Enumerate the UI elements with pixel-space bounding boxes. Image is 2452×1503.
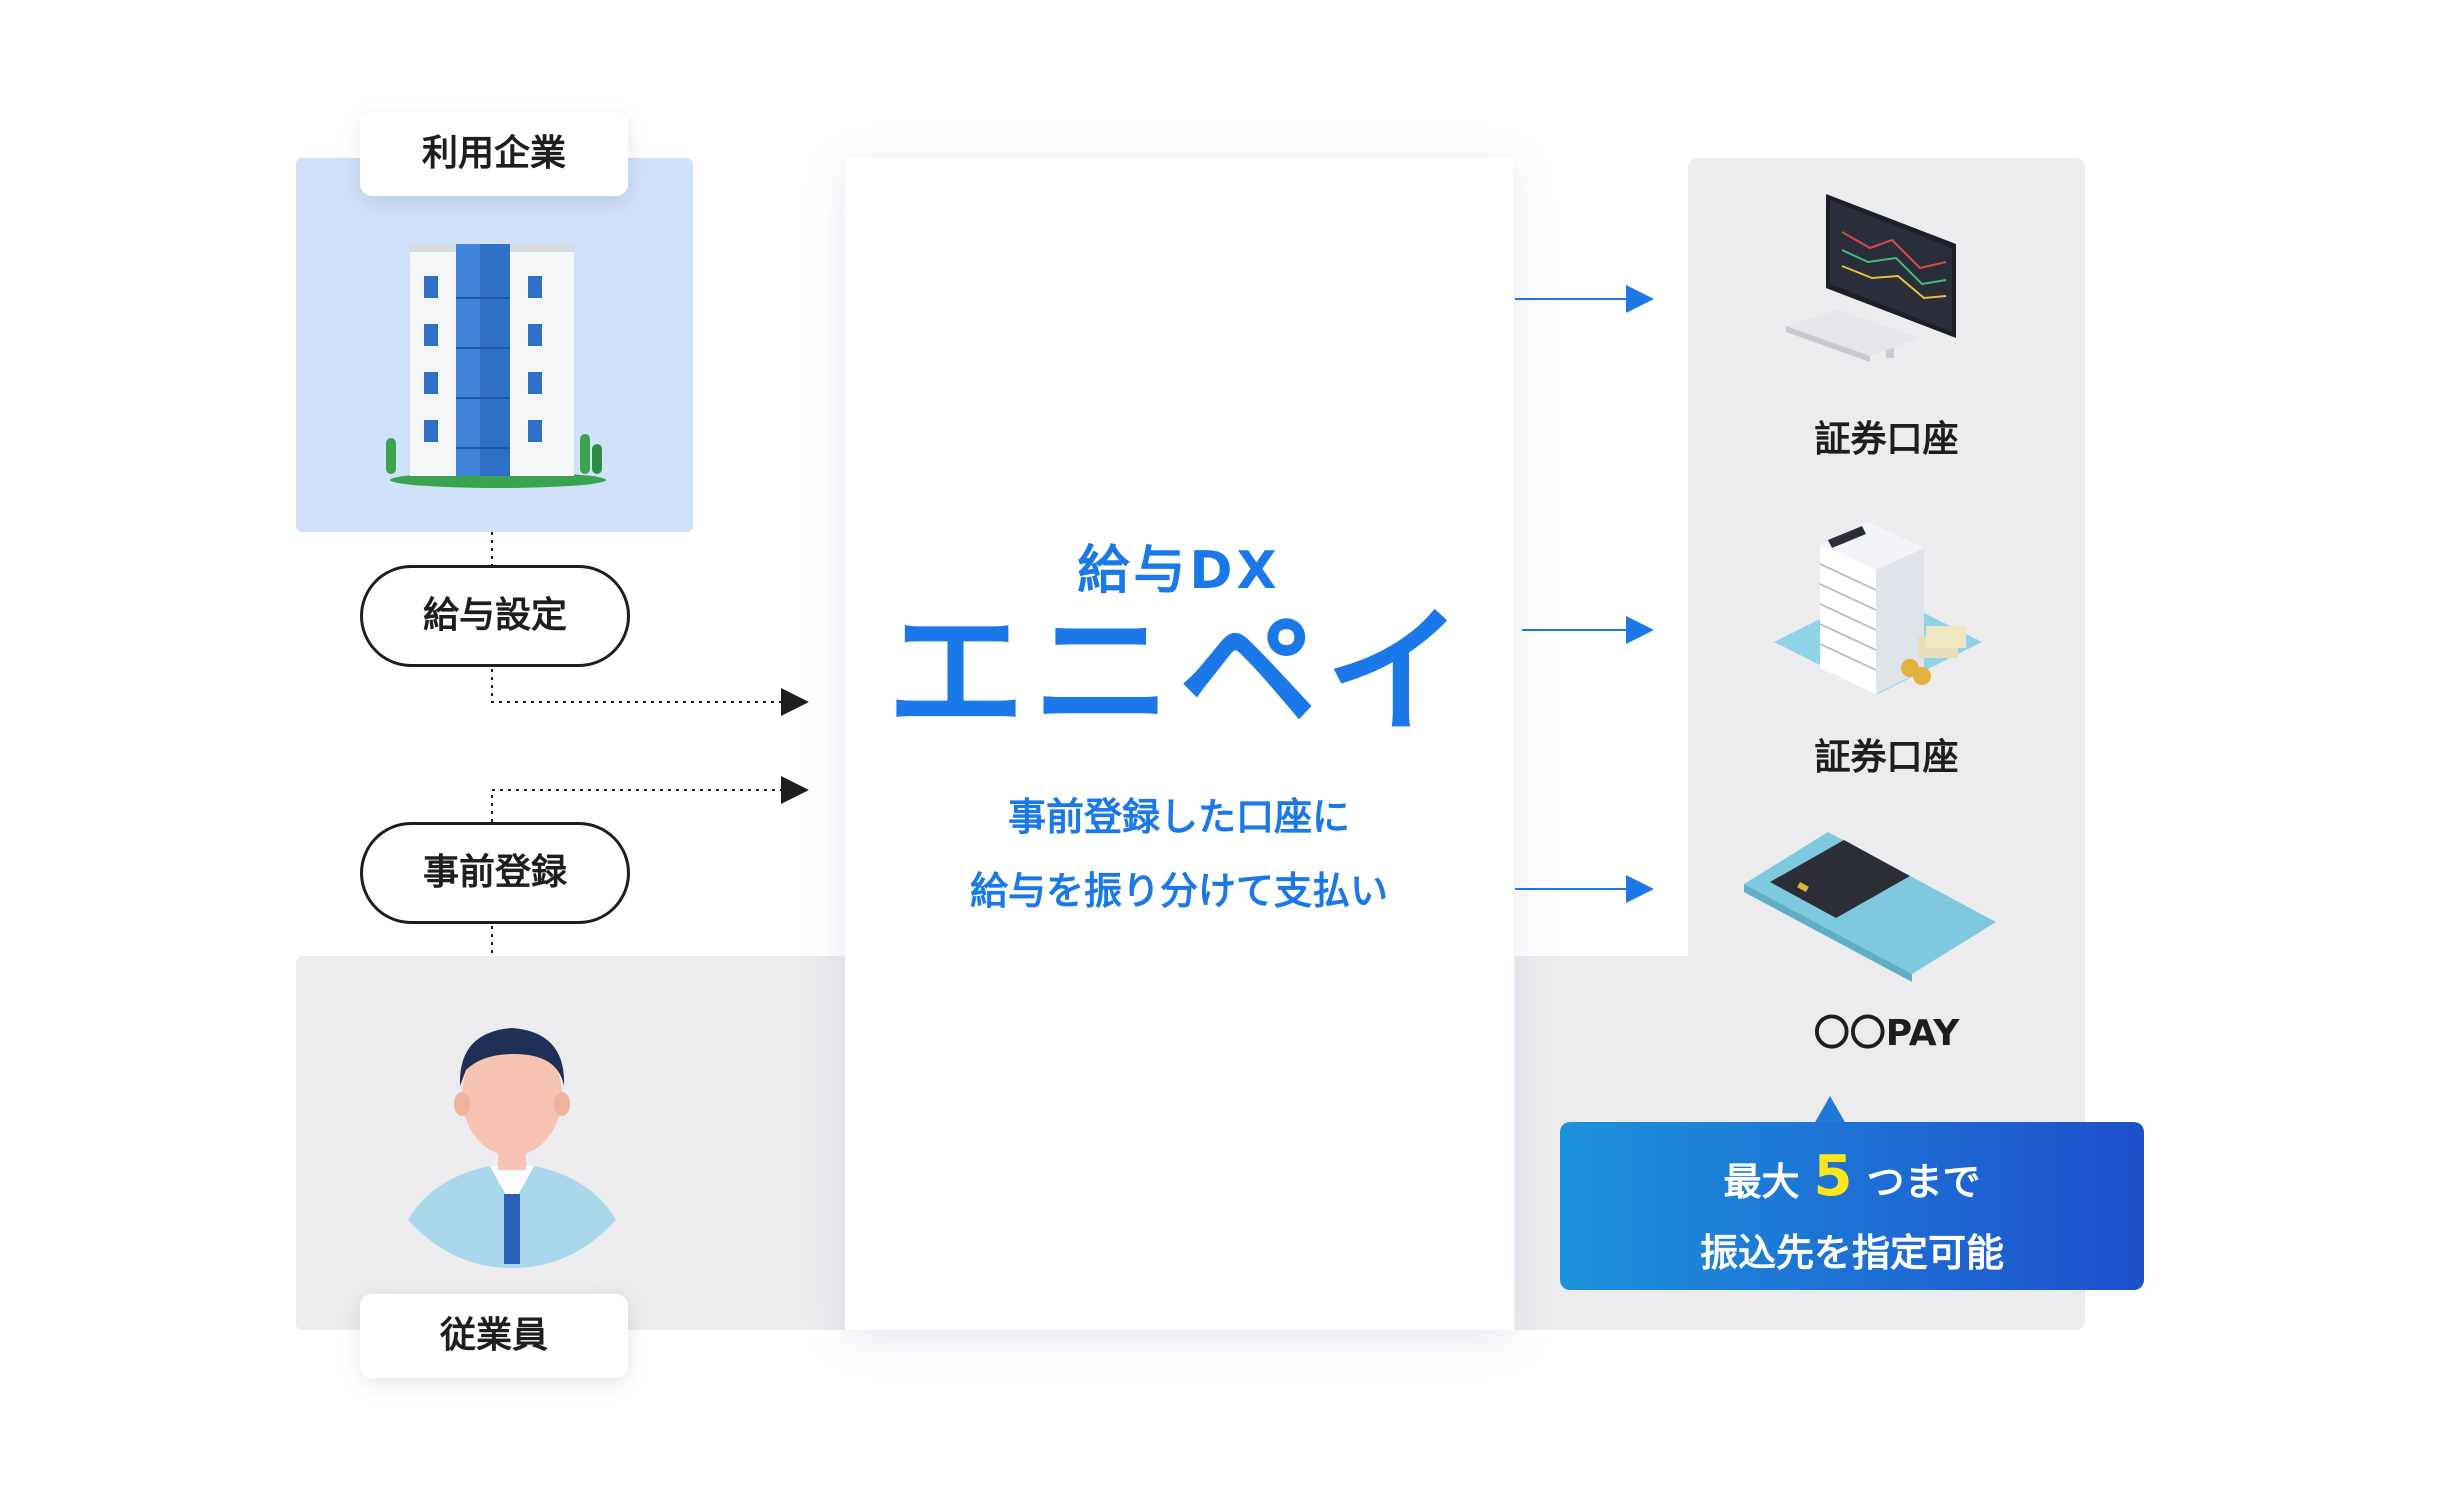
trading-monitor-icon: [1786, 194, 1956, 362]
office-building-icon: [386, 244, 606, 488]
callout-prefix: 最大: [1723, 1160, 1800, 1204]
callout-line2: 振込先を指定可能: [1699, 1231, 2004, 1275]
brand-subtitle: 給与DX: [1077, 541, 1281, 601]
callout-pointer: [1814, 1096, 1846, 1124]
tagline-line2: 給与を振り分けて支払い: [969, 869, 1388, 913]
salary-settings-pill: 給与設定: [360, 565, 630, 667]
employee-label: 従業員: [360, 1294, 628, 1378]
callout-number: 5: [1813, 1144, 1853, 1209]
max-destinations-callout: 最大 5 つまで 振込先を指定可能: [1560, 1122, 2144, 1290]
employee-panel: [296, 956, 856, 1330]
employee-avatar-icon: [408, 1028, 616, 1268]
service-card: [845, 158, 1513, 1330]
destination-label-3: 〇〇PAY: [1813, 1013, 1960, 1054]
pre-registration-pill: 事前登録: [360, 822, 630, 924]
tagline-line1: 事前登録した口座に: [1007, 795, 1350, 839]
callout-suffix: つまで: [1866, 1160, 1981, 1204]
destination-label-1: 証券口座: [1814, 419, 1959, 460]
callout-line1: 最大 5 つまで: [1560, 1144, 2144, 1209]
bank-building-icon: [1774, 522, 1982, 694]
brand-logo: エニペイ: [886, 592, 1471, 753]
destination-label-2: 証券口座: [1814, 737, 1959, 778]
company-label: 利用企業: [360, 112, 628, 196]
smartphone-card-icon: [1744, 832, 1996, 982]
